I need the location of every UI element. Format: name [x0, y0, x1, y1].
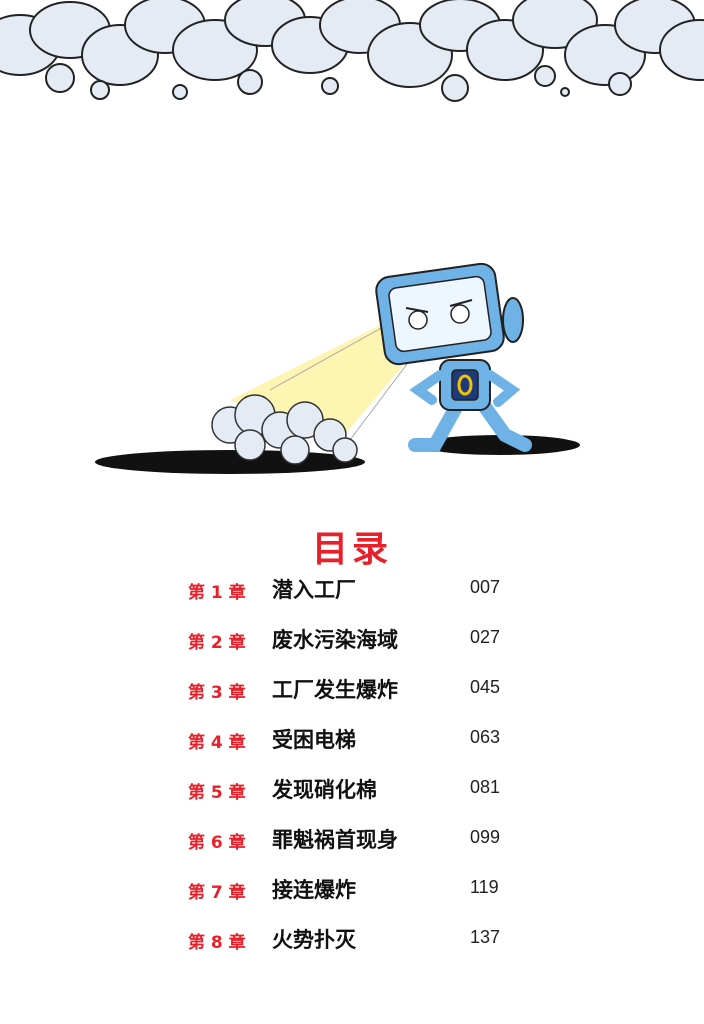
- page-number: 137: [470, 927, 501, 947]
- toc-entry[interactable]: 第 7 章 接连爆炸 119: [0, 872, 704, 908]
- toc-entry[interactable]: 第 8 章 火势扑灭 137: [0, 922, 704, 958]
- chapter-number: 第 5 章: [188, 783, 246, 803]
- chapter-number: 第 8 章: [188, 933, 246, 953]
- chapter-title: 火势扑灭: [272, 928, 356, 952]
- page-number: 063: [470, 727, 501, 747]
- chapter-number: 第 2 章: [188, 633, 246, 653]
- page-number: 099: [470, 827, 501, 847]
- chapter-title: 接连爆炸: [272, 878, 356, 902]
- toc-entry[interactable]: 第 4 章 受困电梯 063: [0, 722, 704, 758]
- page-number: 007: [470, 577, 501, 597]
- chapter-title: 工厂发生爆炸: [272, 678, 398, 702]
- chapter-title: 罪魁祸首现身: [272, 828, 398, 852]
- chapter-title: 受困电梯: [272, 728, 356, 752]
- toc-entry[interactable]: 第 1 章 潜入工厂 007: [0, 572, 704, 608]
- toc-entry[interactable]: 第 2 章 废水污染海域 027: [0, 622, 704, 658]
- chapter-title: 潜入工厂: [272, 578, 356, 602]
- toc-entry[interactable]: 第 5 章 发现硝化棉 081: [0, 772, 704, 808]
- robot-illustration: [95, 262, 580, 474]
- chapter-number: 第 1 章: [188, 583, 246, 603]
- page-number: 027: [470, 627, 501, 647]
- chapter-number: 第 3 章: [188, 683, 246, 703]
- chapter-title: 废水污染海域: [272, 628, 398, 652]
- toc-entry[interactable]: 第 6 章 罪魁祸首现身 099: [0, 822, 704, 858]
- chapter-number: 第 6 章: [188, 833, 246, 853]
- chapter-number: 第 4 章: [188, 733, 246, 753]
- page-number: 081: [470, 777, 501, 797]
- toc-title: 目录: [311, 529, 392, 570]
- page-number: 045: [470, 677, 501, 697]
- chapter-title: 发现硝化棉: [272, 778, 377, 802]
- chapter-number: 第 7 章: [188, 883, 246, 903]
- page-number: 119: [470, 877, 499, 897]
- toc-entry[interactable]: 第 3 章 工厂发生爆炸 045: [0, 672, 704, 708]
- foam-clouds-decoration: [0, 0, 704, 102]
